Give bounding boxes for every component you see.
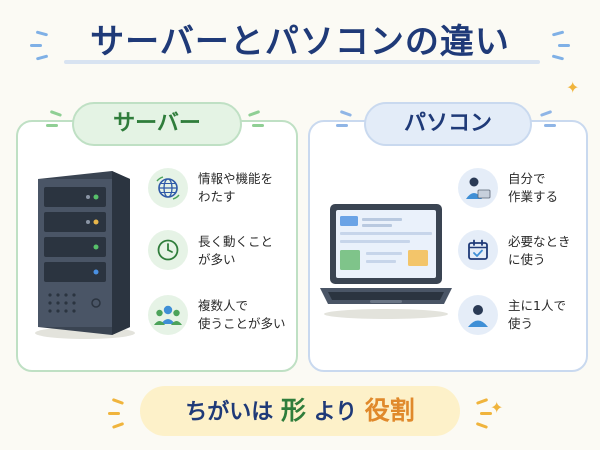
pc-heading: パソコン	[364, 102, 532, 146]
server-dash-3	[247, 110, 261, 117]
pc-feature-1: 自分で 作業する	[508, 171, 559, 204]
server-dash-2	[46, 124, 58, 127]
summary-banner: ちがいは 形 より 役割	[140, 386, 460, 436]
banner-dash-right-3	[475, 422, 489, 429]
pc-dash-1	[339, 110, 353, 117]
globe-icon	[148, 168, 188, 208]
page-title: サーバーとパソコンの違い	[90, 22, 510, 62]
pc-feature-3: 主に1人で 使う	[508, 298, 566, 331]
person-laptop-icon	[458, 168, 498, 208]
server-dash-4	[252, 124, 264, 127]
pc-feature-2: 必要なとき に使う	[508, 234, 571, 267]
pc-dash-2	[336, 124, 348, 127]
server-heading: サーバー	[72, 102, 242, 146]
clock-icon	[148, 230, 188, 270]
server-feature-3: 複数人で 使うことが多い	[198, 298, 286, 331]
people-icon	[148, 295, 188, 335]
banner-dash-right-2	[480, 412, 492, 415]
laptop-illustration	[316, 200, 456, 324]
banner-sparkle-icon: ✦	[490, 398, 504, 417]
banner-dash-left-2	[108, 412, 120, 415]
banner-text-2: より	[313, 400, 358, 425]
server-illustration	[30, 165, 140, 344]
title-underline	[64, 60, 540, 64]
pc-dash-4	[544, 124, 556, 127]
banner-text-role: 役割	[364, 396, 415, 425]
banner-text-1: ちがいは	[185, 400, 274, 425]
calendar-check-icon	[458, 230, 498, 270]
person-icon	[458, 295, 498, 335]
banner-dash-left-3	[111, 422, 125, 429]
pc-dash-3	[539, 110, 553, 117]
banner-dash-right-1	[475, 398, 489, 405]
title-dash-right-2	[558, 44, 570, 47]
banner-dash-left-1	[111, 398, 125, 405]
server-feature-1: 情報や機能を わたす	[198, 171, 274, 204]
server-dash-1	[49, 110, 63, 117]
sparkle-icon: ✦	[566, 78, 580, 97]
banner-text-form: 形	[280, 396, 306, 425]
server-feature-2: 長く動くこと が多い	[198, 234, 274, 267]
title-dash-left-2	[30, 44, 42, 47]
